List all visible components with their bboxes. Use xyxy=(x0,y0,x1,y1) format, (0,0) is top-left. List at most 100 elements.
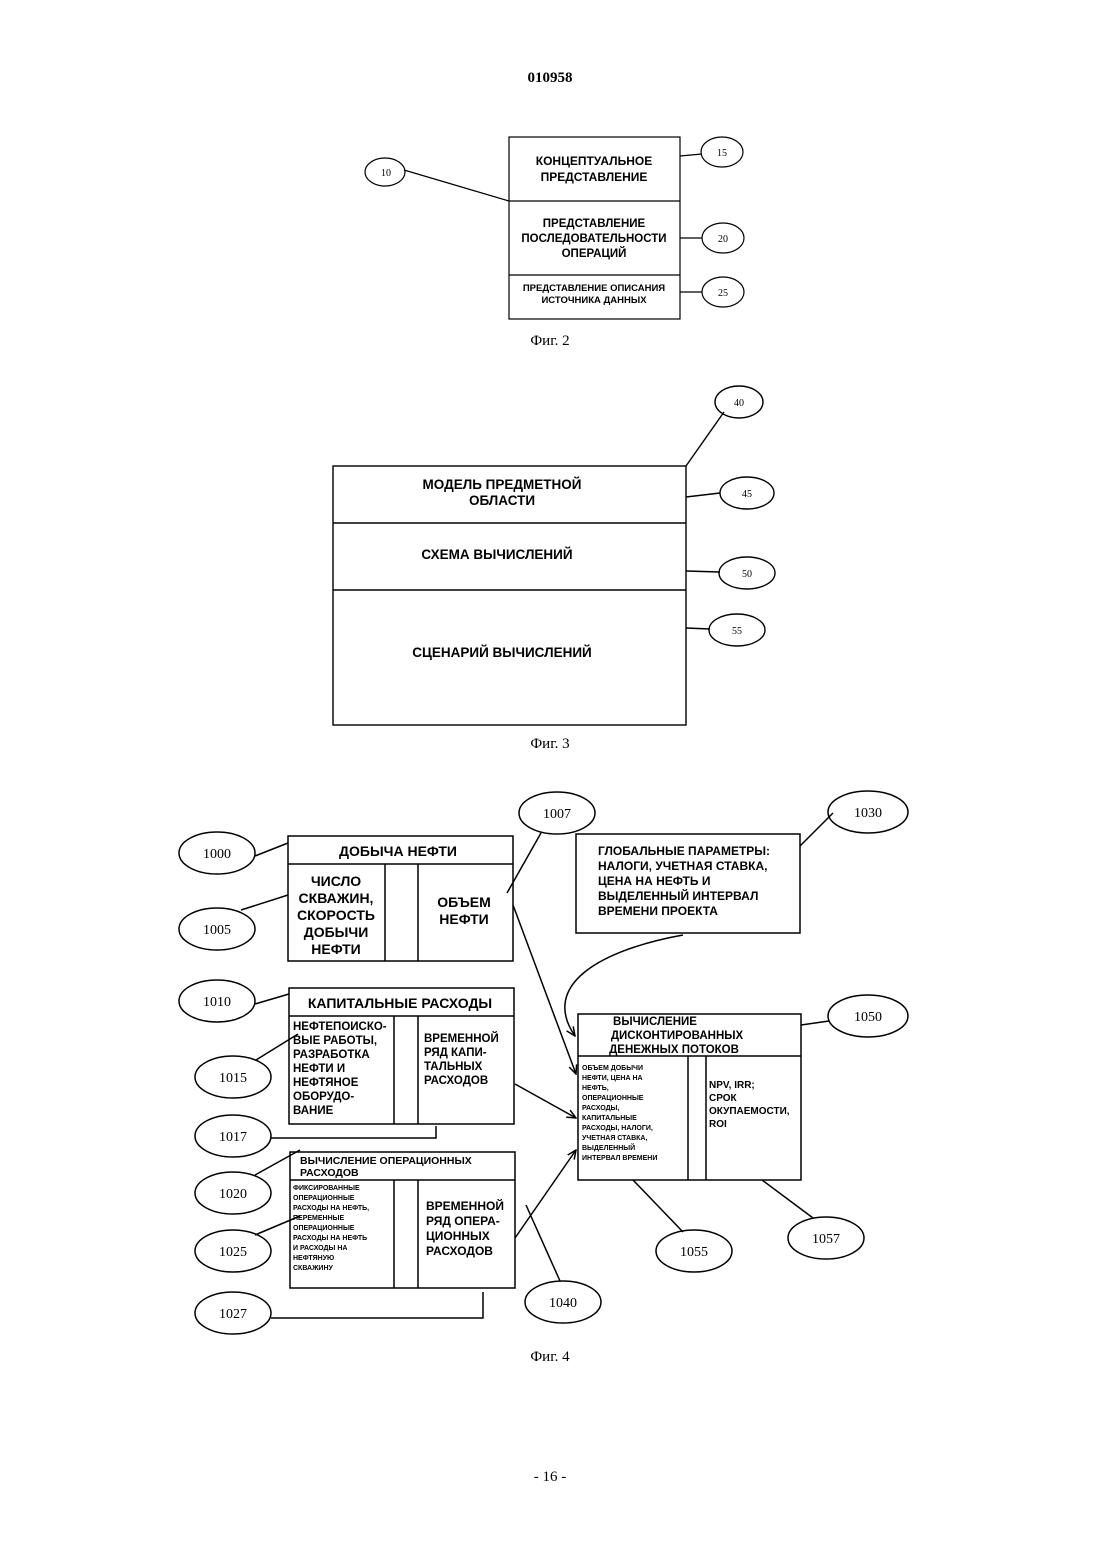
oil-right-line2: НЕФТИ xyxy=(439,911,488,927)
fig2-sequence-line1: ПРЕДСТАВЛЕНИЕ xyxy=(543,218,646,230)
document-number: 010958 xyxy=(528,70,573,86)
dcf-left-line2: НЕФТИ, ЦЕНА НА xyxy=(582,1075,643,1082)
fig3-model-line1: МОДЕЛЬ ПРЕДМЕТНОЙ xyxy=(423,477,582,492)
oil-right-line1: ОБЪЕМ xyxy=(437,894,491,910)
global-line2: НАЛОГИ, УЧЕТНАЯ СТАВКА, xyxy=(598,859,767,873)
dcf-right-line4: ROI xyxy=(709,1119,727,1130)
capex-title: КАПИТАЛЬНЫЕ РАСХОДЫ xyxy=(308,995,492,1011)
fig2-sequence-line2: ПОСЛЕДОВАТЕЛЬНОСТИ xyxy=(521,233,666,245)
fig2-caption: Фиг. 2 xyxy=(530,333,569,349)
ref-1040: 1040 xyxy=(549,1296,577,1311)
capex-left-line3: РАЗРАБОТКА xyxy=(293,1049,370,1061)
fig2-datasource-line1: ПРЕДСТАВЛЕНИЕ ОПИСАНИЯ xyxy=(523,283,665,294)
dcf-left-line5: РАСХОДЫ, xyxy=(582,1105,619,1112)
oil-left-line5: НЕФТИ xyxy=(311,941,360,957)
fig2-ref-15: 15 xyxy=(717,148,727,159)
ref-1017: 1017 xyxy=(219,1130,247,1145)
capex-left-line6: ОБОРУДО- xyxy=(293,1091,354,1103)
capex-right-line3: ТАЛЬНЫХ xyxy=(424,1061,483,1073)
ref-1005: 1005 xyxy=(203,923,231,938)
oil-production-title: ДОБЫЧА НЕФТИ xyxy=(339,843,457,859)
dcf-left-line6: КАПИТАЛЬНЫЕ xyxy=(582,1115,637,1122)
page-number: - 16 - xyxy=(534,1469,567,1485)
fig3-ref-50: 50 xyxy=(742,569,752,580)
dcf-left-line4: ОПЕРАЦИОННЫЕ xyxy=(582,1095,644,1102)
capex-right-line1: ВРЕМЕННОЙ xyxy=(424,1032,499,1045)
arrow-opex-to-dcf xyxy=(515,1150,576,1238)
opex-left-line2: ОПЕРАЦИОННЫЕ xyxy=(293,1195,355,1202)
ref-1007: 1007 xyxy=(543,807,571,822)
fig2-conceptual-line1: КОНЦЕПТУАЛЬНОЕ xyxy=(536,154,652,168)
capex-right-line4: РАСХОДОВ xyxy=(424,1075,488,1087)
global-line3: ЦЕНА НА НЕФТЬ И xyxy=(598,874,710,888)
ref-1050: 1050 xyxy=(854,1010,882,1025)
fig2-conceptual-line2: ПРЕДСТАВЛЕНИЕ xyxy=(541,170,648,184)
fig3-ref-40: 40 xyxy=(734,398,744,409)
fig2-ref-10: 10 xyxy=(381,168,391,179)
ref-1030: 1030 xyxy=(854,806,882,821)
fig3-scheme-label: СХЕМА ВЫЧИСЛЕНИЙ xyxy=(421,547,572,562)
opex-left-line7: И РАСХОДЫ НА xyxy=(293,1245,347,1252)
opex-right-line4: РАСХОДОВ xyxy=(426,1244,493,1258)
capex-left-line4: НЕФТИ И xyxy=(293,1063,345,1075)
fig3-ref-45: 45 xyxy=(742,489,752,500)
fig4-caption: Фиг. 4 xyxy=(530,1349,570,1365)
fig2-leader-10 xyxy=(404,170,509,201)
capex-left-line5: НЕФТЯНОЕ xyxy=(293,1077,359,1089)
ref-1027: 1027 xyxy=(219,1307,247,1322)
fig2-sequence-line3: ОПЕРАЦИЙ xyxy=(562,247,627,260)
opex-left-line9: СКВАЖИНУ xyxy=(293,1265,334,1272)
ref-1000: 1000 xyxy=(203,847,231,862)
capex-left-line7: ВАНИЕ xyxy=(293,1105,334,1117)
opex-left-line4: ПЕРЕМЕННЫЕ xyxy=(293,1215,345,1222)
ref-1010: 1010 xyxy=(203,995,231,1010)
opex-left-line6: РАСХОДЫ НА НЕФТЬ xyxy=(293,1235,367,1242)
dcf-left-line8: УЧЕТНАЯ СТАВКА, xyxy=(582,1135,647,1142)
opex-right-line3: ЦИОННЫХ xyxy=(426,1229,490,1243)
fig2-ref-25: 25 xyxy=(718,288,728,299)
dcf-left-line1: ОБЪЕМ ДОБЫЧИ xyxy=(582,1065,643,1072)
dcf-right-line1: NPV, IRR; xyxy=(709,1080,755,1091)
oil-left-line1: ЧИСЛО xyxy=(311,873,361,889)
ref-1015: 1015 xyxy=(219,1071,247,1086)
dcf-title-line1: ВЫЧИСЛЕНИЕ xyxy=(613,1016,697,1028)
opex-left-line1: ФИКСИРОВАННЫЕ xyxy=(293,1185,360,1192)
oil-left-line3: СКОРОСТЬ xyxy=(297,907,375,923)
dcf-left-line10: ИНТЕРВАЛ ВРЕМЕНИ xyxy=(582,1155,657,1162)
oil-left-line4: ДОБЫЧИ xyxy=(304,924,369,940)
opex-left-line3: РАСХОДЫ НА НЕФТЬ, xyxy=(293,1205,369,1212)
ref-1055: 1055 xyxy=(680,1245,708,1260)
opex-right-line1: ВРЕМЕННОЙ xyxy=(426,1198,504,1213)
opex-title-line2: РАСХОДОВ xyxy=(300,1167,359,1179)
fig3-scenario-label: СЦЕНАРИЙ ВЫЧИСЛЕНИЙ xyxy=(412,645,591,660)
ref-1025: 1025 xyxy=(219,1245,247,1260)
fig2-ref-20: 20 xyxy=(718,234,728,245)
ref-1057: 1057 xyxy=(812,1232,840,1247)
global-line1: ГЛОБАЛЬНЫЕ ПАРАМЕТРЫ: xyxy=(598,844,770,858)
fig2-datasource-line2: ИСТОЧНИКА ДАННЫХ xyxy=(541,295,647,306)
opex-title-line1: ВЫЧИСЛЕНИЕ ОПЕРАЦИОННЫХ xyxy=(300,1155,472,1167)
global-line5: ВРЕМЕНИ ПРОЕКТА xyxy=(598,904,718,918)
dcf-right-line2: СРОК xyxy=(709,1093,738,1104)
capex-left-line1: НЕФТЕПОИСКО- xyxy=(293,1021,387,1033)
oil-left-line2: СКВАЖИН, xyxy=(299,890,374,906)
arrow-oil-to-dcf xyxy=(513,905,576,1074)
global-line4: ВЫДЕЛЕННЫЙ ИНТЕРВАЛ xyxy=(598,888,758,903)
dcf-title-line2: ДИСКОНТИРОВАННЫХ xyxy=(611,1030,744,1042)
figure-4 xyxy=(179,791,908,1334)
arrow-capex-to-dcf xyxy=(515,1084,576,1118)
dcf-right-line3: ОКУПАЕМОСТИ, xyxy=(709,1106,790,1117)
opex-right-line2: РЯД ОПЕРА- xyxy=(426,1214,500,1228)
ref-1020: 1020 xyxy=(219,1187,247,1202)
fig3-model-line2: ОБЛАСТИ xyxy=(469,493,535,508)
opex-left-line5: ОПЕРАЦИОННЫЕ xyxy=(293,1225,355,1232)
fig3-leader-40 xyxy=(686,412,724,466)
dcf-left-line9: ВЫДЕЛЕННЫЙ xyxy=(582,1143,635,1152)
dcf-title-line3: ДЕНЕЖНЫХ ПОТОКОВ xyxy=(609,1044,739,1056)
dcf-left-line3: НЕФТЬ, xyxy=(582,1085,609,1092)
capex-right-line2: РЯД КАПИ- xyxy=(424,1047,487,1059)
opex-left-line8: НЕФТЯНУЮ xyxy=(293,1255,334,1262)
dcf-left-line7: РАСХОДЫ, НАЛОГИ, xyxy=(582,1125,653,1132)
fig3-caption: Фиг. 3 xyxy=(530,736,569,752)
